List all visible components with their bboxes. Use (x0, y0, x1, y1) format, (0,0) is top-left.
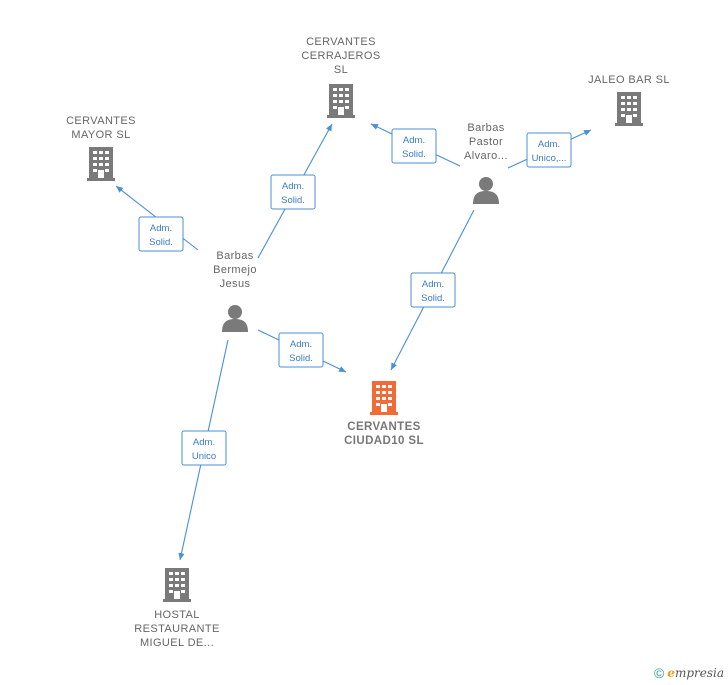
node-pastor[interactable]: BarbasPastorAlvaro... (464, 122, 508, 204)
node-label-line: SL (334, 64, 348, 76)
node-label-line: CERVANTES (66, 115, 136, 127)
badge-box (181, 430, 227, 466)
node-label-line: MAYOR SL (71, 129, 130, 141)
node-label-line: HOSTAL (154, 609, 200, 621)
node-hostal[interactable]: HOSTAL RESTAURANTE MIGUEL DE... (134, 568, 219, 649)
badge-text-line: Adm. (403, 135, 425, 146)
badge-text-line: Unico (192, 451, 216, 462)
node-label-line: Barbas (467, 122, 504, 134)
node-label-line: MIGUEL DE... (140, 637, 214, 649)
edge-role-badge[interactable]: Adm. Solid. (278, 332, 324, 368)
node-label-line: Bermejo (213, 264, 257, 276)
nodes-layer: CERVANTES CERRAJEROS SL CERVANTES MAYOR SL JA… (66, 36, 670, 649)
badge-text-line: Solid. (421, 293, 445, 304)
badge-text-line: Solid. (149, 237, 173, 248)
node-cerrajeros[interactable]: CERVANTES CERRAJEROS SL (301, 36, 380, 118)
badge-text-line: Adm. (282, 181, 304, 192)
person-icon (473, 177, 499, 204)
logo-initial: e (667, 666, 675, 680)
edges-layer (115, 123, 592, 561)
badge-box (410, 272, 456, 308)
badge-text-line: Solid. (402, 149, 426, 160)
person-icon (222, 305, 248, 332)
node-label-line: CERRAJEROS (301, 50, 380, 62)
node-label-line: CIUDAD10 SL (344, 435, 424, 447)
edge-role-badge[interactable]: Adm. Unico (181, 430, 227, 466)
badge-text-line: Unico,... (532, 153, 567, 164)
node-label-line: JALEO BAR SL (588, 74, 670, 86)
node-label-line: CERVANTES (306, 36, 376, 48)
node-mayor[interactable]: CERVANTES MAYOR SL (66, 115, 136, 181)
building-icon (163, 568, 191, 602)
node-ciudad10[interactable]: CERVANTES CIUDAD10 SL (344, 381, 424, 447)
node-label-line: CERVANTES (347, 421, 420, 433)
badge-text-line: Adm. (290, 339, 312, 350)
badge-box (278, 332, 324, 368)
node-label-line: Barbas (216, 250, 253, 262)
node-label-line: Jesus (220, 278, 251, 290)
badge-box (526, 132, 572, 168)
building-icon (370, 381, 398, 415)
copyright-symbol: © (653, 665, 665, 681)
node-label-line: RESTAURANTE (134, 623, 219, 635)
edge-labels-layer: Adm.Solid.Adm.Solid.Adm.Solid.Adm.UnicoA… (138, 128, 572, 466)
badge-text-line: Solid. (289, 353, 313, 364)
badge-text-line: Solid. (281, 195, 305, 206)
badge-text-line: Adm. (150, 223, 172, 234)
badge-text-line: Adm. (538, 139, 560, 150)
building-icon (87, 147, 115, 181)
edge-role-badge[interactable]: Adm. Solid. (138, 216, 184, 252)
node-label-line: Pastor (469, 136, 503, 148)
building-icon (615, 92, 643, 126)
badge-box (270, 174, 316, 210)
badge-box (138, 216, 184, 252)
edge-role-badge[interactable]: Adm. Solid. (410, 272, 456, 308)
badge-box (391, 128, 437, 164)
badge-text-line: Adm. (193, 437, 215, 448)
edge-role-badge[interactable]: Adm. Unico,... (526, 132, 572, 168)
badge-text-line: Adm. (422, 279, 444, 290)
edge-role-badge[interactable]: Adm. Solid. (270, 174, 316, 210)
edge-role-badge[interactable]: Adm. Solid. (391, 128, 437, 164)
node-label-line: Alvaro... (464, 150, 508, 162)
node-jaleo[interactable]: JALEO BAR SL (588, 74, 670, 126)
building-icon (327, 84, 355, 118)
empresia-logo[interactable]: empresia (667, 666, 724, 680)
footer-brand: © empresia (654, 665, 724, 681)
logo-rest: mpresia (674, 666, 724, 680)
